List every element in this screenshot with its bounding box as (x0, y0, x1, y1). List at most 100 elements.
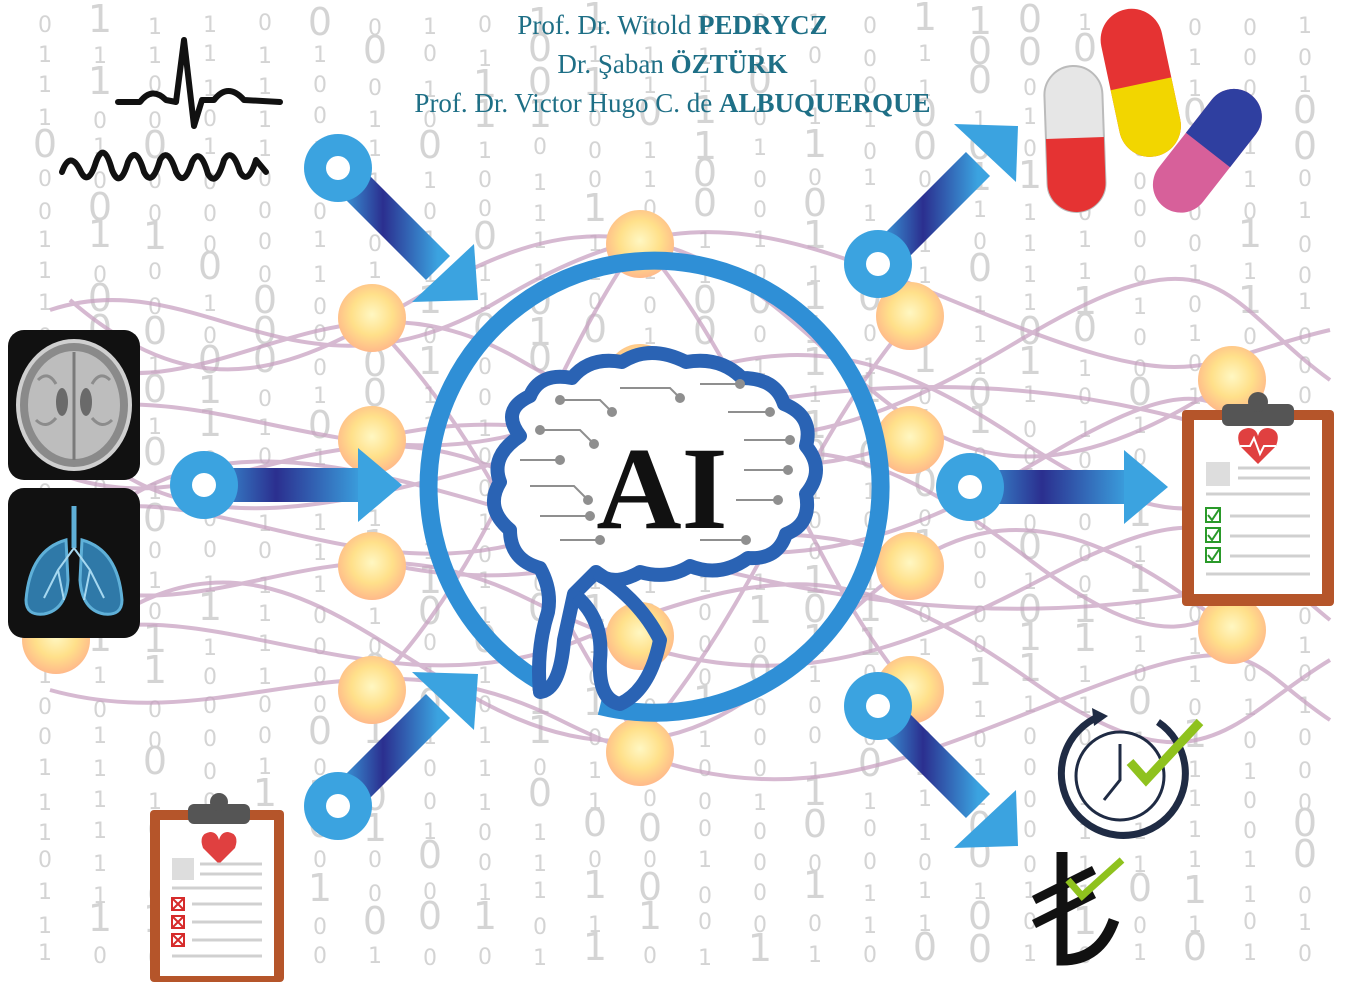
binary-digit: 1 (203, 77, 217, 102)
binary-digit: 0 (148, 539, 162, 564)
binary-digit: 1 (863, 882, 877, 907)
binary-digit: 1 (748, 926, 772, 970)
binary-digit: 0 (583, 801, 607, 845)
binary-digit: 1 (643, 74, 657, 99)
binary-digit: 0 (253, 278, 277, 322)
binary-digit: 1 (368, 944, 382, 969)
binary-digit: 1 (258, 44, 272, 69)
binary-digit: 1 (1133, 543, 1147, 568)
binary-digit: 1 (808, 943, 822, 968)
binary-digit: 0 (913, 124, 937, 168)
neural-node (338, 532, 406, 600)
binary-digit: 0 (313, 693, 327, 718)
binary-digit: 1 (588, 43, 602, 68)
binary-digit: 1 (148, 15, 162, 40)
binary-digit: 0 (753, 726, 767, 751)
binary-digit: 0 (643, 16, 657, 41)
binary-digit: 0 (258, 387, 272, 412)
binary-digit: 0 (423, 790, 437, 815)
binary-digit: 1 (423, 820, 437, 845)
binary-digit: 1 (143, 648, 167, 692)
binary-digit: 1 (1023, 263, 1037, 288)
binary-digit: 1 (1023, 105, 1037, 130)
binary-digit: 1 (478, 757, 492, 782)
binary-digit: 0 (258, 724, 272, 749)
binary-digit: 1 (38, 259, 52, 284)
binary-digit: 0 (363, 28, 387, 72)
binary-digit: 1 (808, 105, 822, 130)
binary-digit: 1 (1133, 633, 1147, 658)
binary-digit: 0 (93, 109, 107, 134)
binary-digit: 0 (808, 912, 822, 937)
binary-digit: 1 (528, 310, 552, 354)
binary-digit: 1 (478, 881, 492, 906)
binary-digit: 1 (93, 788, 107, 813)
binary-digit: 1 (198, 401, 222, 445)
binary-digit: 0 (38, 13, 52, 38)
clock-check-icon (1057, 708, 1204, 839)
binary-digit: 0 (148, 109, 162, 134)
binary-digit: 0 (918, 851, 932, 876)
binary-digit: 1 (1133, 941, 1147, 966)
binary-digit: 0 (1073, 306, 1097, 350)
binary-digit: 0 (423, 200, 437, 225)
binary-digit: 0 (93, 263, 107, 288)
binary-digit: 0 (1018, 0, 1042, 41)
neural-node (1198, 346, 1266, 414)
binary-digit: 0 (148, 600, 162, 625)
binary-digit: 0 (1133, 326, 1147, 351)
binary-digit: 0 (1243, 200, 1257, 225)
binary-digit: 1 (693, 88, 717, 132)
neural-node (1198, 596, 1266, 664)
binary-digit: 0 (803, 181, 827, 225)
binary-digit: 0 (918, 168, 932, 193)
binary-digit: 0 (423, 757, 437, 782)
binary-digit: 0 (478, 355, 492, 380)
binary-digit: 0 (588, 848, 602, 873)
binary-digit: 0 (308, 0, 332, 44)
binary-digit: 0 (588, 107, 602, 132)
binary-digit: 1 (478, 139, 492, 164)
binary-digit: 0 (528, 771, 552, 815)
binary-digit: 1 (1243, 760, 1257, 785)
binary-digit: 1 (148, 569, 162, 594)
binary-digit: 1 (423, 78, 437, 103)
binary-digit: 0 (258, 199, 272, 224)
binary-digit: 0 (143, 496, 167, 540)
binary-digit: 1 (753, 791, 767, 816)
input-arrows (170, 134, 478, 840)
pills-icon (1043, 8, 1262, 213)
binary-digit: 1 (863, 166, 877, 191)
binary-digit: 1 (918, 77, 932, 102)
binary-digit: 0 (863, 817, 877, 842)
binary-digit: 0 (1128, 866, 1152, 910)
binary-digit: 0 (913, 91, 937, 135)
binary-digit: 0 (1188, 696, 1202, 721)
binary-digit: 0 (753, 820, 767, 845)
binary-digit: 1 (93, 664, 107, 689)
binary-digit: 1 (583, 60, 607, 104)
binary-digit: 0 (1298, 233, 1312, 258)
binary-digit: 1 (93, 724, 107, 749)
binary-digit: 1 (1073, 616, 1097, 660)
binary-digit: 1 (1023, 291, 1037, 316)
binary-digit: 0 (533, 135, 547, 160)
binary-digit: 0 (93, 169, 107, 194)
binary-digit: 1 (313, 263, 327, 288)
binary-digit: 0 (1128, 679, 1152, 723)
binary-digit: 0 (423, 42, 437, 67)
binary-digit: 1 (148, 44, 162, 69)
binary-digit: 0 (363, 899, 387, 943)
binary-digit: 0 (313, 356, 327, 381)
ecg-icon (59, 37, 283, 182)
binary-digit: 1 (1023, 942, 1037, 967)
binary-digit: 1 (313, 43, 327, 68)
binary-digit: 0 (643, 944, 657, 969)
binary-digit: 1 (313, 541, 327, 566)
binary-digit: 1 (313, 384, 327, 409)
binary-digit: 1 (918, 264, 932, 289)
binary-digit: 1 (88, 212, 112, 256)
neural-node (338, 656, 406, 724)
binary-digit: 1 (1298, 911, 1312, 936)
